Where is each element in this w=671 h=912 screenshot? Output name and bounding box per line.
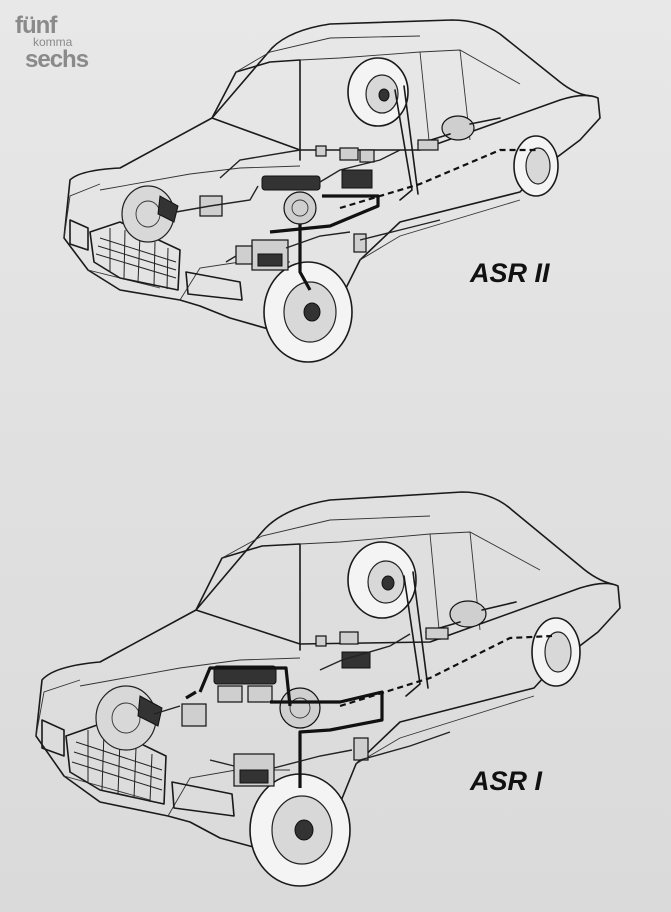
brake-booster [279,687,321,729]
logo-line-3: sechs [25,46,89,73]
logo-line-1: fünf [15,12,57,39]
car-diagram-asr-2 [63,19,601,363]
windshield [195,543,301,651]
car-body [63,94,601,339]
headlight [171,781,235,817]
diagram-label-asr-2: ASR II [470,258,550,288]
logo-line-2: komma [33,35,73,49]
front-grille [89,221,181,291]
site-logo: fünf komma sechs [15,14,125,72]
diagram-label-asr-1: ASR I [470,766,543,796]
headlight [185,271,243,301]
car-roof [195,491,613,611]
car-roof [211,19,591,119]
brake-booster [283,191,317,225]
windshield [211,59,301,161]
rear-differential [425,600,517,640]
rear-differential [417,115,501,151]
car-diagram-asr-1 [35,491,621,887]
